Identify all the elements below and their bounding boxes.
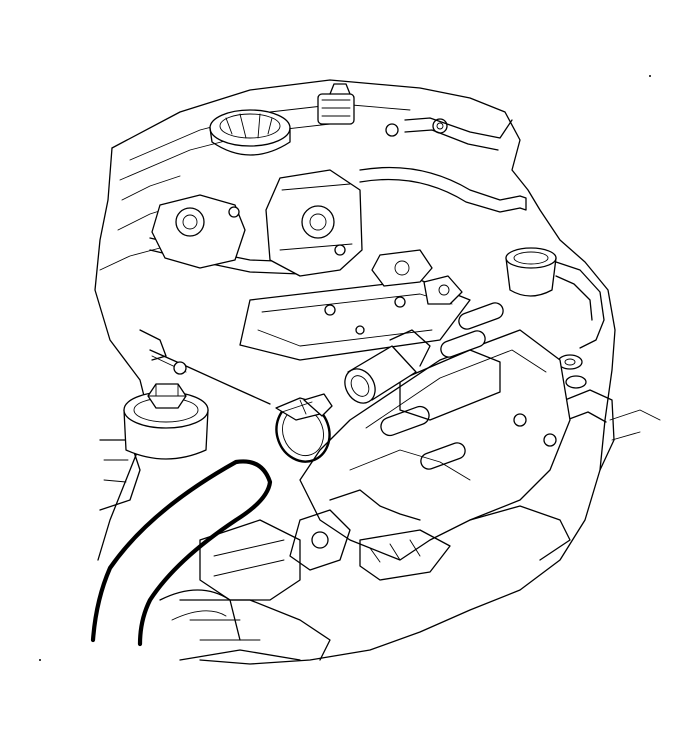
- lower-block: [99, 439, 331, 661]
- sensor-connectors: [317, 83, 513, 151]
- stray-marks: [39, 75, 651, 661]
- lower-hoses: [159, 589, 301, 661]
- radiator-hose-outlet: [344, 329, 431, 404]
- dipstick-tube: [139, 329, 271, 405]
- oil-fill-cap: [209, 109, 291, 156]
- throttle-body: [151, 169, 386, 277]
- transmission-housing: [289, 302, 571, 581]
- radiator-hose: [90, 459, 273, 647]
- hose-clamp: [275, 393, 333, 463]
- oil-filter-housing-cap: [123, 383, 209, 460]
- intake-manifold: [239, 249, 471, 361]
- coolant-reservoir-cap: [505, 247, 605, 349]
